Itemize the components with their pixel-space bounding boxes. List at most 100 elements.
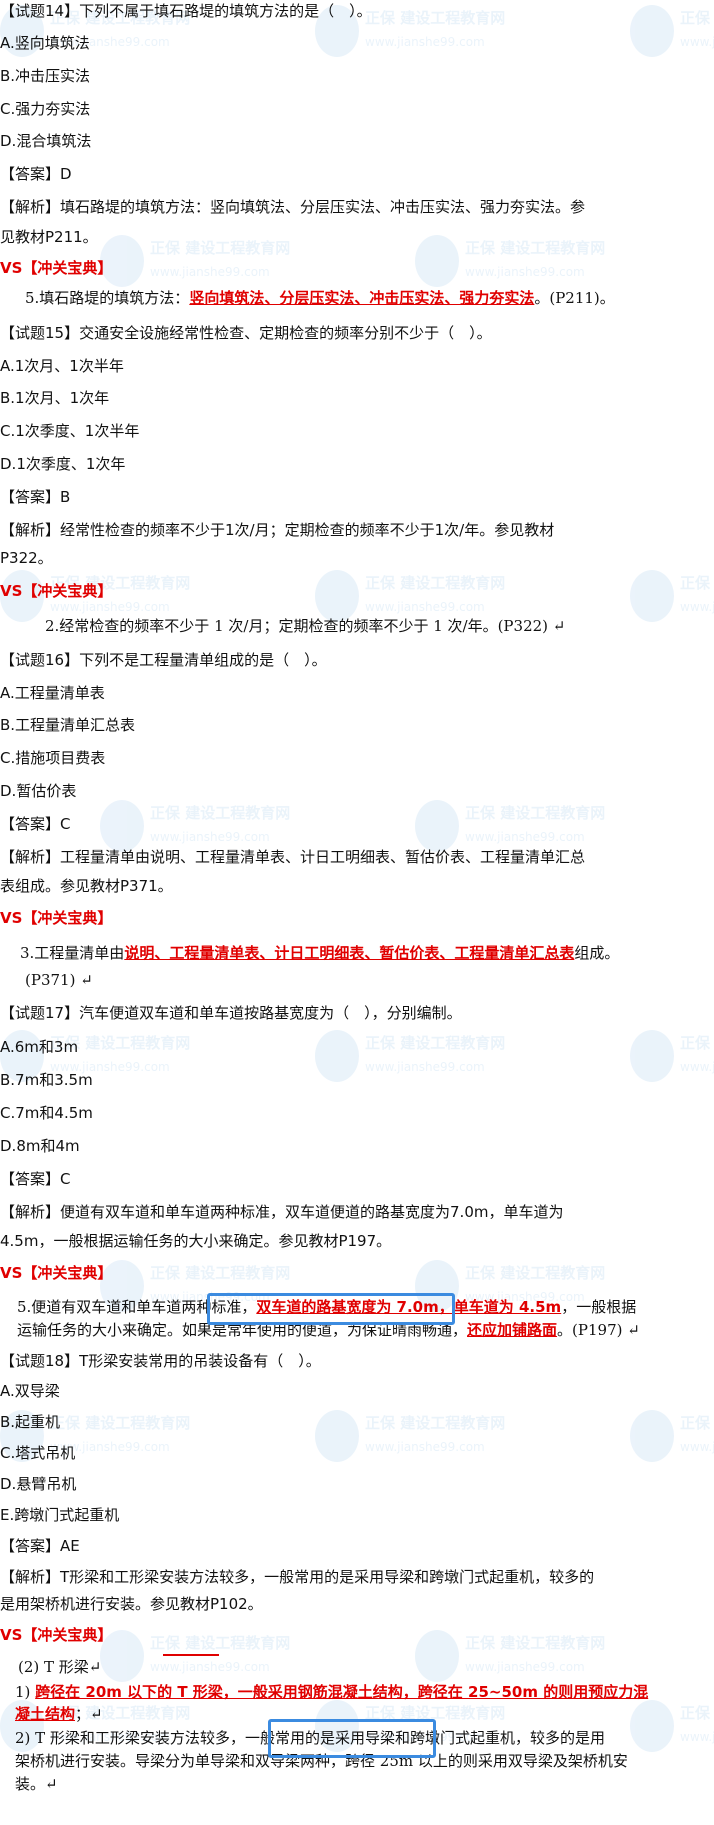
text-line: C.强力夯实法 [0, 98, 90, 120]
watermark-url: www.jianshe99.com [680, 1060, 714, 1074]
watermark-url: www.jianshe99.com [150, 265, 270, 279]
watermark-brand: 正保 建设工程教育网 [680, 1704, 711, 1722]
watermark-logo-icon [630, 570, 674, 622]
heading-text: VS【冲关宝典】 [0, 1264, 113, 1282]
watermark-url: www.jianshe99.com [465, 1660, 585, 1674]
watermark-url: www.jianshe99.com [680, 600, 714, 614]
text-segment: 【答案】C [0, 1170, 71, 1188]
highlight-box-subgrade-width [207, 1293, 455, 1325]
text-segment: B.起重机 [0, 1413, 61, 1431]
section-heading: VS【冲关宝典】 [0, 257, 112, 279]
text-line: A.双导梁 [0, 1380, 60, 1402]
watermark-brand: 正保 建设工程教育网 [365, 574, 506, 592]
watermark-logo-icon [100, 800, 144, 852]
text-line: 4.5m，一般根据运输任务的大小来确定。参见教材P197。 [0, 1230, 391, 1252]
text-line: C.1次季度、1次半年 [0, 420, 139, 442]
text-segment: 装。↵ [15, 1775, 58, 1793]
text-segment: 2.经常检查的频率不少于 1 次/月；定期检查的频率不少于 1 次/年。(P32… [45, 617, 566, 635]
text-segment: C.措施项目费表 [0, 749, 106, 767]
text-segment: (P371) ↵ [25, 971, 93, 989]
text-line: D.暂估价表 [0, 780, 76, 802]
text-segment: D.1次季度、1次年 [0, 455, 126, 473]
watermark-brand: 正保 建设工程教育网 [150, 239, 291, 257]
text-segment: B.冲击压实法 [0, 67, 91, 85]
text-line: 【解析】工程量清单由说明、工程量清单表、计日工明细表、暂估价表、工程量清单汇总 [0, 846, 585, 868]
heading-text: VS【冲关宝典】 [0, 259, 113, 277]
text-line: 【试题17】汽车便道双车道和单车道按路基宽度为（ ），分别编制。 [0, 1002, 462, 1024]
highlighted-text: 竖向填筑法、分层压实法、冲击压实法、强力夯实法 [189, 289, 535, 307]
text-line: A.竖向填筑法 [0, 32, 90, 54]
watermark-url: www.jianshe99.com [680, 35, 714, 49]
watermark-logo-icon [630, 1030, 674, 1082]
text-segment: 【解析】工程量清单由说明、工程量清单表、计日工明细表、暂估价表、工程量清单汇总 [0, 848, 586, 866]
text-line: 【试题15】交通安全设施经常性检查、定期检查的频率分别不少于（ ）。 [0, 322, 492, 344]
watermark-brand: 正保 建设工程教育网 [465, 239, 606, 257]
text-segment: 架桥机进行安装。导梁分为单导梁和双导梁两种，跨径 25m 以上的则采用双导梁及架… [15, 1752, 628, 1770]
text-segment: 见教材P211。 [0, 228, 98, 246]
text-segment: 【解析】T形梁和工形梁安装方法较多，一般常用的是采用导梁和跨墩门式起重机，较多的 [0, 1568, 595, 1586]
text-segment: B.工程量清单汇总表 [0, 716, 136, 734]
text-segment: E.跨墩门式起重机 [0, 1506, 120, 1524]
text-segment: 【答案】C [0, 815, 71, 833]
section-heading: VS【冲关宝典】 [0, 1262, 112, 1284]
watermark-brand: 正保 建设工程教育网 [150, 1264, 291, 1282]
highlighted-text: 跨径在 20m 以下的 T 形梁，一般采用钢筋混凝土结构，跨径在 25~50m … [35, 1683, 649, 1701]
text-segment: A.双导梁 [0, 1382, 60, 1400]
watermark-url: www.jianshe99.com [50, 600, 170, 614]
highlighted-text: 双车道的路基宽度为 7.0m，单车道为 4.5m [256, 1298, 562, 1316]
watermark-brand: 正保 建设工程教育网 [150, 1634, 291, 1652]
text-line: 5.填石路堤的填筑方法：竖向填筑法、分层压实法、冲击压实法、强力夯实法。(P21… [25, 287, 615, 309]
text-segment: 5.便道有双车道和单车道两种标准， [17, 1298, 257, 1316]
watermark-brand: 正保 建设工程教育网 [365, 1034, 506, 1052]
watermark-brand: 正保 建设工程教育网 [365, 9, 506, 27]
text-line: 【答案】C [0, 1168, 70, 1190]
highlight-box-gantry-crane [268, 1719, 436, 1758]
text-line: 运输任务的大小来确定。如果是常年使用的便道，为保证晴雨畅通，还应加铺路面。(P1… [17, 1319, 640, 1341]
text-segment: 【试题17】汽车便道双车道和单车道按路基宽度为（ ），分别编制。 [0, 1004, 462, 1022]
text-segment: 5.填石路堤的填筑方法： [25, 289, 190, 307]
watermark-logo-icon [630, 5, 674, 57]
watermark-url: www.jianshe99.com [680, 1440, 714, 1454]
text-segment: 。(P211)。 [534, 289, 615, 307]
section-heading: VS【冲关宝典】 [0, 580, 112, 602]
text-segment: C.7m和4.5m [0, 1104, 93, 1122]
text-line: C.塔式吊机 [0, 1442, 75, 1464]
text-segment: (2) T 形梁↵ [18, 1658, 102, 1676]
text-segment: A.1次月、1次半年 [0, 357, 124, 375]
watermark-brand: 正保 建设工程教育网 [680, 574, 711, 592]
text-segment: B.1次月、1次年 [0, 389, 110, 407]
text-segment: 1) [15, 1683, 36, 1701]
text-segment: D.8m和4m [0, 1137, 80, 1155]
text-line: B.7m和3.5m [0, 1069, 93, 1091]
watermark-brand: 正保 建设工程教育网 [50, 1414, 191, 1432]
text-segment: 【答案】AE [0, 1537, 80, 1555]
text-line: C.7m和4.5m [0, 1102, 93, 1124]
text-line: B.1次月、1次年 [0, 387, 109, 409]
watermark-url: www.jianshe99.com [465, 830, 585, 844]
text-line: D.混合填筑法 [0, 130, 91, 152]
text-line: 表组成。参见教材P371。 [0, 875, 173, 897]
watermark-logo-icon [315, 1030, 359, 1082]
watermark-url: www.jianshe99.com [365, 600, 485, 614]
text-segment: 运输任务的大小来确定。如果是常年使用的便道，为保证晴雨畅通， [17, 1321, 468, 1339]
text-line: 【答案】AE [0, 1535, 80, 1557]
text-line: 3.工程量清单由说明、工程量清单表、计日工明细表、暂估价表、工程量清单汇总表组成… [20, 942, 619, 964]
text-line: 【试题14】下列不属于填石路堤的填筑方法的是（ ）。 [0, 0, 372, 22]
text-line: 凝土结构；↵ [15, 1703, 103, 1725]
watermark-brand: 正保 建设工程教育网 [365, 1414, 506, 1432]
text-segment: D.混合填筑法 [0, 132, 92, 150]
text-segment: C.1次季度、1次半年 [0, 422, 140, 440]
text-segment: 【试题14】下列不属于填石路堤的填筑方法的是（ ）。 [0, 2, 372, 20]
watermark-logo-icon [415, 1630, 459, 1682]
watermark: 正保 建设工程教育网 www.jianshe99.com [100, 235, 330, 295]
text-segment: 【答案】D [0, 165, 72, 183]
text-line: 架桥机进行安装。导梁分为单导梁和双导梁两种，跨径 25m 以上的则采用双导梁及架… [15, 1750, 628, 1772]
text-segment: B.7m和3.5m [0, 1071, 93, 1089]
watermark-brand: 正保 建设工程教育网 [680, 1034, 711, 1052]
text-line: 1) 跨径在 20m 以下的 T 形梁，一般采用钢筋混凝土结构，跨径在 25~5… [15, 1681, 648, 1703]
text-line: 【答案】D [0, 163, 72, 185]
